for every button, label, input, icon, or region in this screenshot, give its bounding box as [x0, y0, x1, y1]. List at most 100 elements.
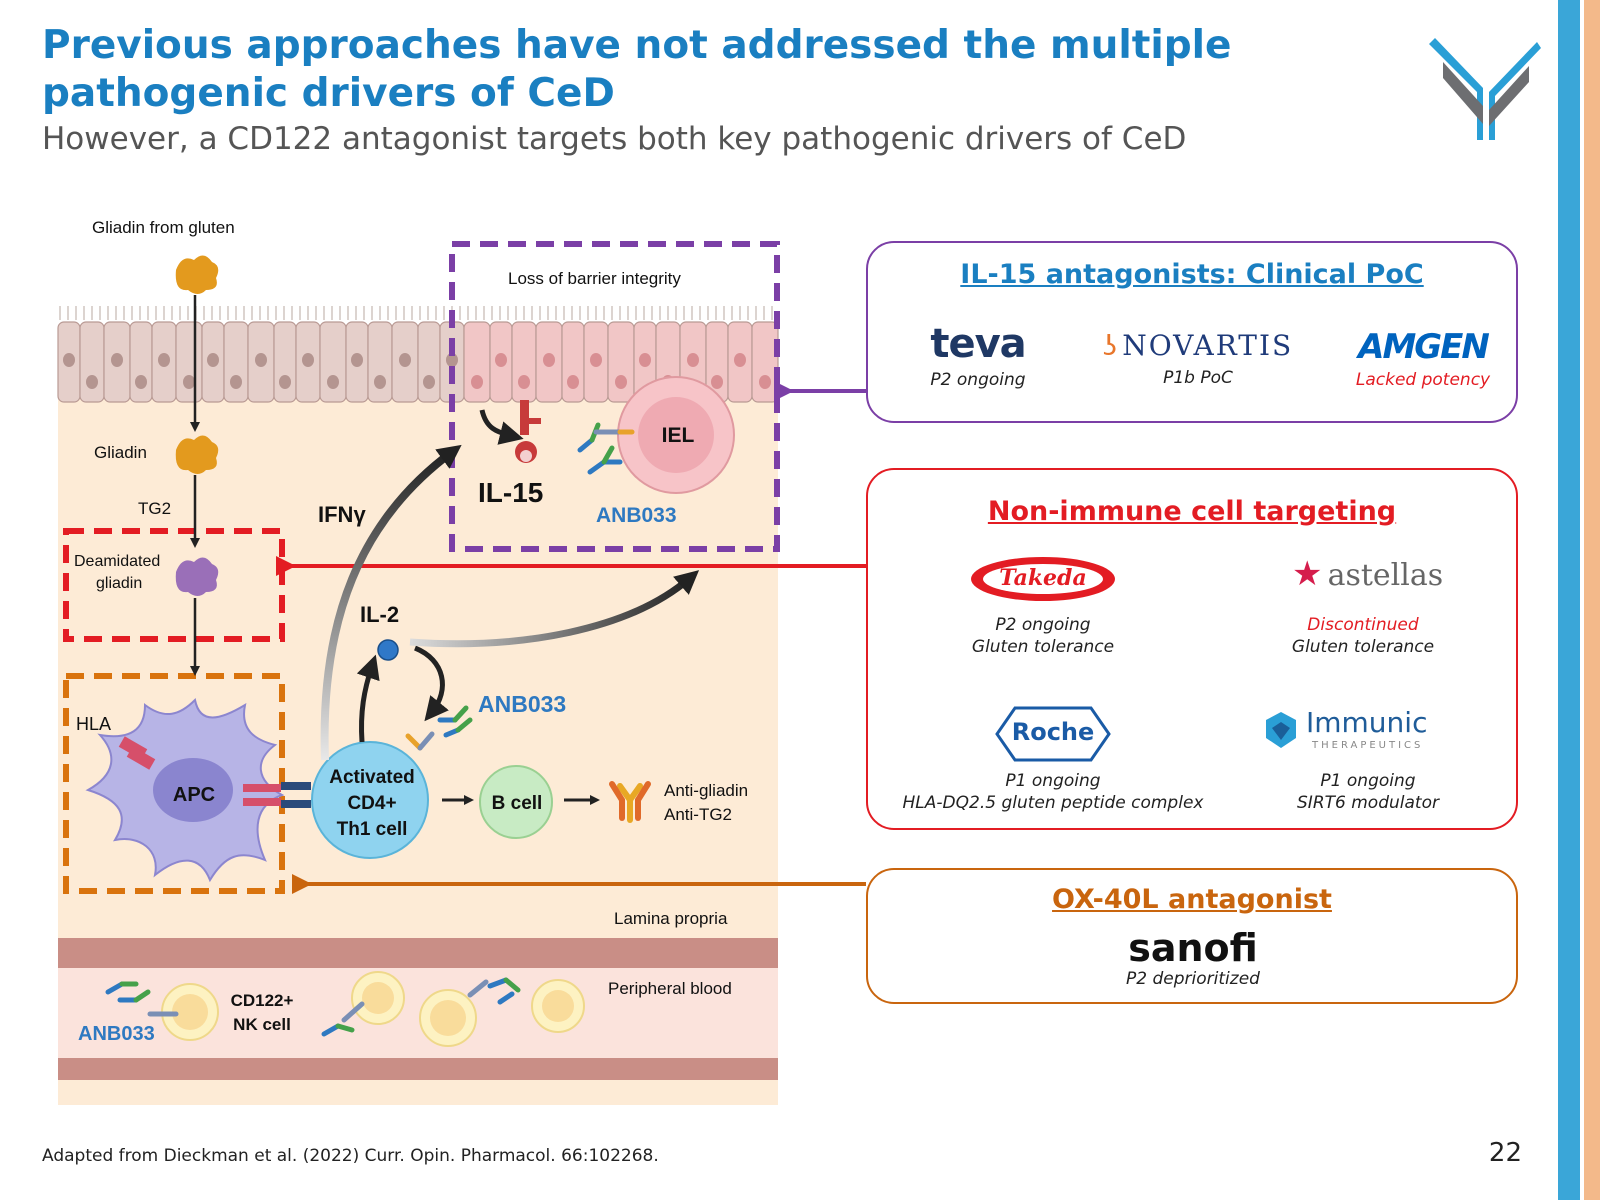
company-novartis: ʖ NOVARTIS P1b PoC	[1078, 329, 1318, 389]
il2-autocrine-up-arrow	[356, 654, 380, 743]
label-ifn-gamma: IFNγ	[318, 502, 366, 527]
immunic-logo: Immunic	[1306, 706, 1428, 739]
epithelial-nucleus	[63, 353, 75, 367]
sanofi-status: P2 deprioritized	[1126, 969, 1260, 989]
label-anb033-mid: ANB033	[478, 691, 566, 717]
epithelial-nucleus	[495, 353, 507, 367]
teva-logo: teva	[930, 321, 1026, 367]
label-il15: IL-15	[478, 477, 543, 508]
takeda-status: P2 ongoing	[995, 615, 1091, 635]
epithelial-nucleus	[734, 353, 746, 367]
astellas-star-icon: ★	[1292, 554, 1323, 594]
epithelial-cell	[273, 321, 297, 403]
immunic-logo-icon	[1266, 712, 1296, 748]
label-activated-2: CD4+	[347, 793, 396, 814]
label-activated-3: Th1 cell	[337, 819, 408, 840]
label-tg2: TG2	[138, 499, 171, 518]
il15-antagonists-panel: IL-15 antagonists: Clinical PoC teva P2 …	[866, 241, 1518, 423]
epithelial-cell	[79, 321, 105, 403]
ifn-gamma-arrow	[320, 444, 462, 761]
ox40l-antagonist-panel: OX-40L antagonist sanofi P2 deprioritize…	[866, 868, 1518, 1004]
label-hla: HLA	[76, 714, 111, 734]
anb033-antibody-mid	[405, 705, 473, 751]
epithelial-nucleus	[567, 375, 579, 389]
label-anb033-bottom: ANB033	[78, 1023, 155, 1045]
side-stripe-blue	[1558, 0, 1580, 1200]
gliadin-cluster-top	[175, 255, 219, 294]
label-anti-gliadin: Anti-gliadin	[664, 781, 748, 800]
epithelial-nucleus	[399, 353, 411, 367]
epithelial-cell	[751, 321, 779, 403]
il2-molecule	[377, 639, 399, 661]
takeda-logo-shape	[971, 557, 1115, 601]
label-cd122-1: CD122+	[231, 991, 294, 1010]
il2-to-iel-arrow	[409, 570, 700, 648]
epithelial-nucleus	[327, 375, 339, 389]
label-loss-of-barrier: Loss of barrier integrity	[508, 269, 681, 288]
label-deamidated-2: gliadin	[96, 575, 142, 592]
epithelial-cell	[417, 321, 441, 403]
epithelial-nucleus	[183, 375, 195, 389]
nonimmune-targeting-panel: Non-immune cell targeting Takeda P2 ongo…	[866, 468, 1518, 830]
deamidation-dashed-box	[63, 528, 285, 642]
sanofi-logo: sanofi	[1128, 926, 1258, 970]
company-immunic: Immunic THERAPEUTICS P1 ongoing SIRT6 mo…	[1258, 706, 1478, 814]
label-anb033-top: ANB033	[596, 504, 677, 527]
b-cell	[479, 765, 553, 839]
label-anti-tg2: Anti-TG2	[664, 805, 732, 824]
epithelial-nucleus	[255, 353, 267, 367]
novartis-logo: NOVARTIS	[1122, 329, 1294, 362]
autoantibody-icon	[609, 781, 651, 823]
epithelial-nucleus	[86, 375, 98, 389]
nk-cells	[161, 971, 585, 1047]
epithelial-nucleus	[207, 353, 219, 367]
deamidated-gliadin-cluster	[175, 557, 219, 596]
epithelial-cell	[367, 321, 393, 403]
label-gliadin: Gliadin	[94, 443, 147, 462]
novartis-status: P1b PoC	[1163, 368, 1233, 388]
ox40l-panel-title: OX-40L antagonist	[1052, 884, 1332, 915]
company-amgen: AMGEN Lacked potency	[1338, 327, 1508, 391]
immunic-status: P1 ongoing	[1320, 771, 1416, 791]
nonimmune-panel-title: Non-immune cell targeting	[987, 496, 1397, 527]
hla-molecule	[118, 736, 156, 770]
epithelial-nucleus	[711, 375, 723, 389]
label-peripheral-blood: Peripheral blood	[608, 979, 732, 998]
epithelial-nucleus	[423, 375, 435, 389]
pathogenesis-diagram: Gliadin from gluten Loss of barrier inte…	[57, 218, 866, 1105]
activated-t-cell	[311, 741, 429, 859]
epithelial-cell	[223, 321, 249, 403]
label-activated-1: Activated	[329, 767, 415, 788]
roche-status: P1 ongoing	[1005, 771, 1101, 791]
epithelial-cell	[463, 321, 491, 403]
epithelial-nucleus	[135, 375, 147, 389]
amgen-status: Lacked potency	[1355, 370, 1491, 390]
side-stripe-orange	[1584, 0, 1600, 1200]
label-apc: APC	[173, 784, 215, 806]
astellas-detail: Gluten tolerance	[1291, 637, 1435, 657]
epithelial-nucleus	[446, 353, 458, 367]
label-gliadin-from-gluten: Gliadin from gluten	[92, 218, 235, 237]
company-roche: Roche P1 ongoing HLA-DQ2.5 gluten peptid…	[888, 706, 1218, 814]
epithelial-nucleus	[518, 375, 530, 389]
page-number: 22	[1488, 1138, 1522, 1168]
anb033-antibody-top	[577, 422, 635, 475]
company-takeda: Takeda P2 ongoing Gluten tolerance	[938, 554, 1148, 658]
epithelial-nucleus	[374, 375, 386, 389]
il15-arrow	[479, 409, 524, 445]
epithelial-nucleus	[351, 353, 363, 367]
takeda-detail: Gluten tolerance	[971, 637, 1115, 657]
company-astellas: ★ astellas Discontinued Gluten tolerance	[1258, 554, 1468, 658]
il2-autocrine-down-arrow	[413, 645, 449, 722]
epithelial-nucleus	[639, 353, 651, 367]
footnote: Adapted from Dieckman et al. (2022) Curr…	[42, 1146, 659, 1166]
immunic-detail: SIRT6 modulator	[1297, 793, 1439, 813]
tcr-hla-synapse	[243, 782, 311, 808]
blood-vessel	[58, 938, 778, 1080]
novartis-flame-icon: ʖ	[1102, 329, 1118, 362]
astellas-status: Discontinued	[1307, 615, 1419, 635]
il15-panel-title: IL-15 antagonists: Clinical PoC	[960, 259, 1424, 290]
label-cd122-2: NK cell	[233, 1015, 291, 1034]
roche-logo-shape	[995, 706, 1111, 762]
label-lamina-propria: Lamina propria	[614, 909, 728, 928]
